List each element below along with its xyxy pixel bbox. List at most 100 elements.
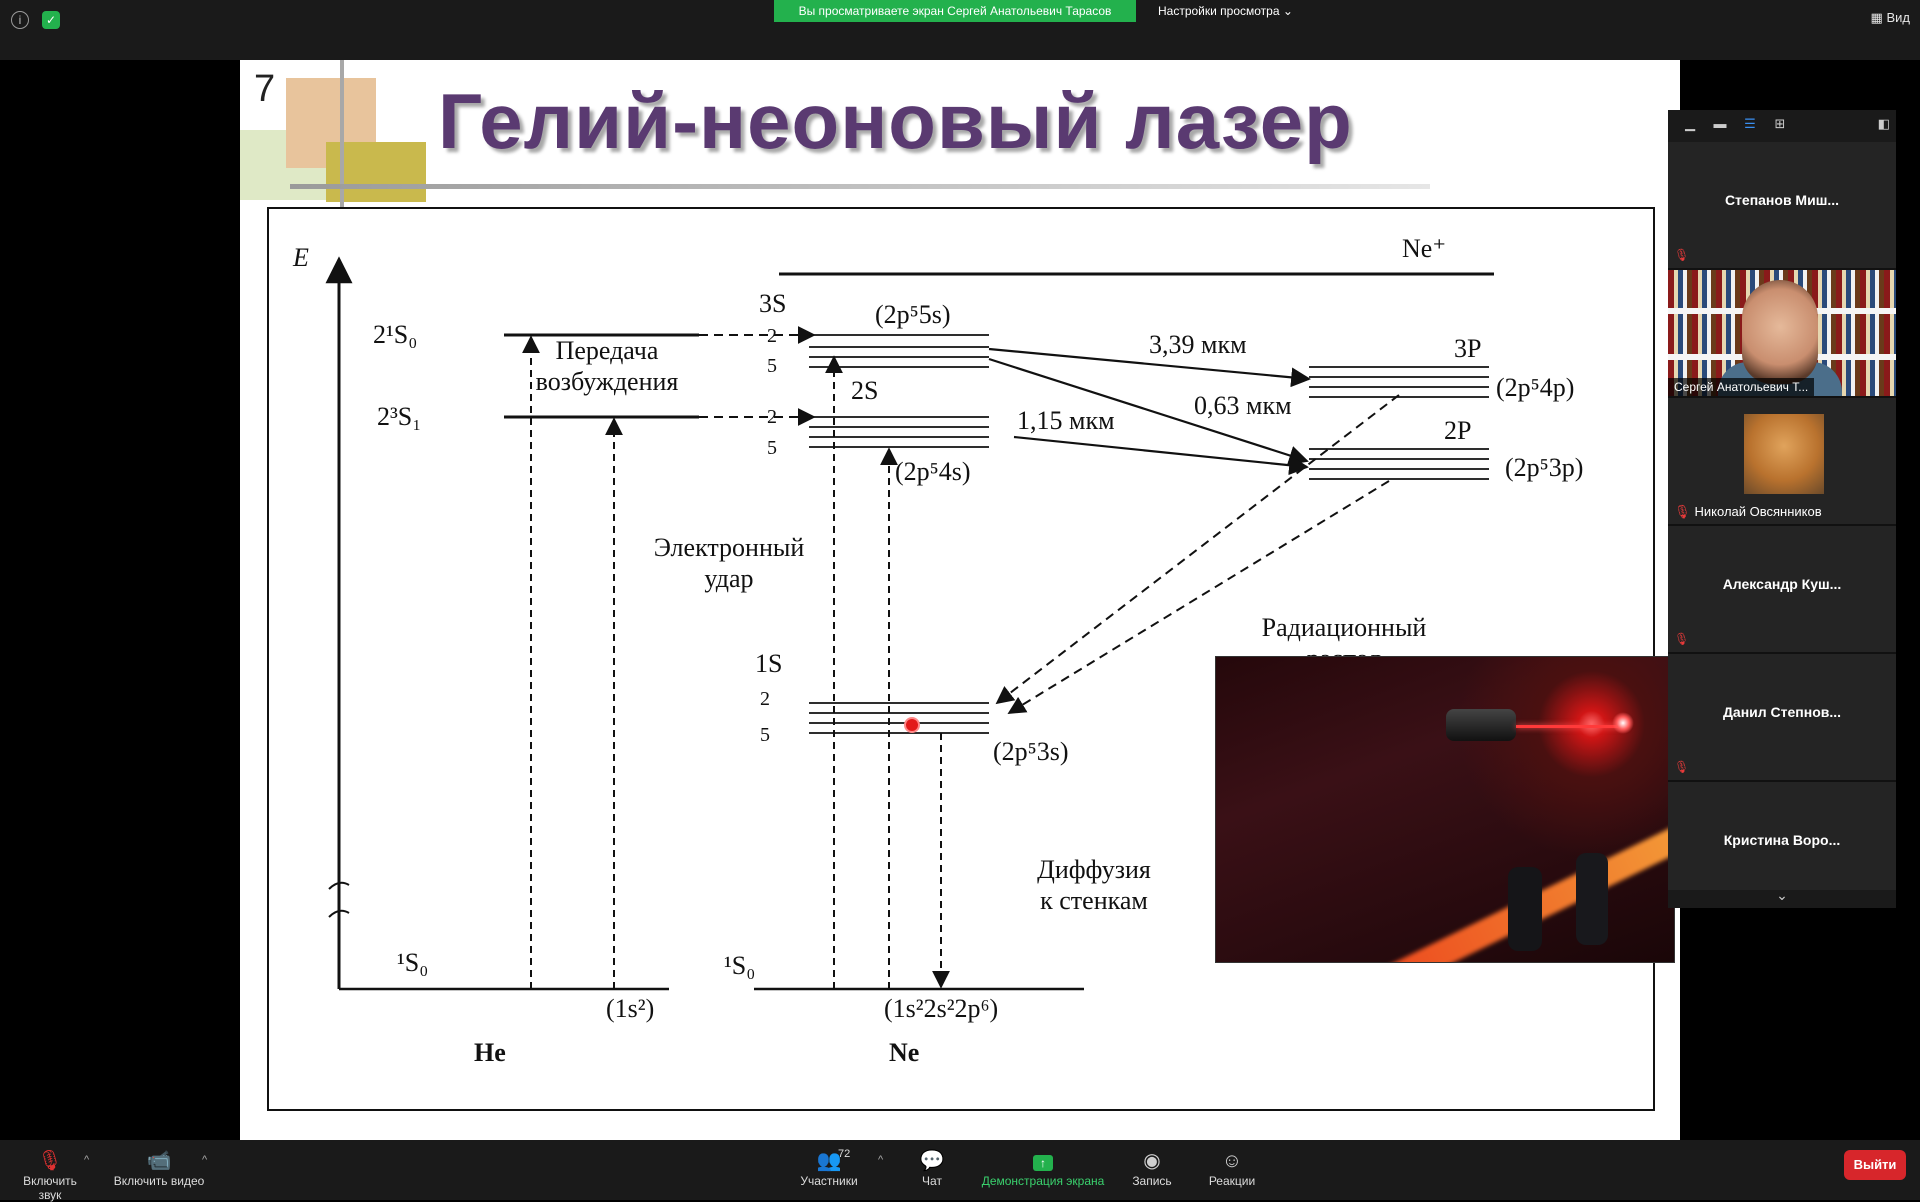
participants-icon: 👥	[816, 1150, 842, 1172]
slide-number: 7	[254, 68, 276, 110]
ne-3s-levels	[809, 334, 989, 368]
participant-name-row: 🎙Николай Овсянников	[1674, 504, 1822, 520]
ne-2s-config: (2p⁵4s)	[895, 457, 971, 486]
laser-beam	[1516, 725, 1626, 728]
participant-tile-active-speaker[interactable]: Сергей Анатольевич Т...	[1668, 270, 1896, 398]
diffusion-label-line1: Диффузия	[1037, 855, 1151, 884]
meeting-toolbar: 🎙 Включить звук ^ 📹 Включить видео ^ 👥 7…	[0, 1140, 1920, 1202]
video-options-caret-icon[interactable]: ^	[202, 1154, 208, 1166]
decay-label-line1: Радиационный	[1262, 613, 1427, 642]
mic-muted-icon: 🎙	[1674, 504, 1691, 519]
reactions-button[interactable]: ☺ Реакции	[1206, 1148, 1258, 1188]
slide-decoration-line	[340, 60, 344, 210]
share-screen-icon: ↑	[978, 1148, 1108, 1174]
reactions-label: Реакции	[1208, 1174, 1256, 1188]
optical-post	[1508, 867, 1542, 951]
ne-2s-label: 2S	[851, 376, 878, 405]
chat-icon: 💬	[919, 1150, 945, 1172]
transfer-label-line2: возбуждения	[536, 367, 679, 396]
participants-label: Участники	[800, 1174, 858, 1188]
top-bar: i ✓ Вы просматриваете экран Сергей Анато…	[0, 0, 1920, 60]
radiative-decay-arrow	[995, 394, 1400, 705]
share-screen-button[interactable]: ↑ Демонстрация экрана	[978, 1148, 1108, 1188]
participants-video-panel: ▁ ▬ ☰ ⊞ ◧ Степанов Миш... 🎙 Сергей Анато…	[1668, 110, 1896, 908]
participant-name: Данил Степнов...	[1722, 704, 1842, 720]
record-button[interactable]: ◉ Запись	[1128, 1148, 1176, 1188]
minimize-icon[interactable]: ▁	[1685, 116, 1695, 131]
transition-0-63-arrow	[988, 357, 1309, 465]
unmute-label: Включить звук	[23, 1174, 77, 1202]
transition-1-15-arrow	[1013, 435, 1309, 476]
participant-name: Александр Куш...	[1722, 576, 1842, 592]
reactions-icon: ☺	[1221, 1150, 1243, 1172]
scroll-down-chevron-icon[interactable]: ⌄	[1776, 887, 1788, 903]
audio-options-caret-icon[interactable]: ^	[84, 1154, 90, 1166]
participant-tile[interactable]: Степанов Миш... 🎙	[1668, 142, 1896, 270]
energy-diagram-svg: E 2¹S₀ 2³S₁ ¹S₀ (1s²) He Передача возбуж…	[292, 234, 1583, 1067]
slide-title: Гелий-неоновый лазер	[438, 77, 1353, 165]
ne-3s-sublevel-5: 5	[767, 355, 777, 377]
speaker-face	[1742, 280, 1818, 384]
ne-ion-label: Ne⁺	[1402, 234, 1446, 263]
share-screen-label: Демонстрация экрана	[981, 1174, 1105, 1188]
participants-caret-icon[interactable]: ^	[878, 1154, 884, 1166]
view-grid-icon: ▦	[1870, 10, 1883, 25]
screen-share-banner: Вы просматриваете экран Сергей Анатольев…	[774, 0, 1136, 22]
ne-3p-levels	[1309, 366, 1489, 398]
ne-3s-config: (2p⁵5s)	[875, 300, 951, 329]
info-icon[interactable]: i	[11, 11, 29, 29]
ne-1s-sublevel-5: 5	[760, 724, 770, 746]
ne-2p-label: 2P	[1444, 416, 1471, 445]
shield-icon[interactable]: ✓	[42, 11, 60, 29]
mic-muted-icon: 🎙	[1674, 760, 1690, 774]
ne-2p-config: (2p⁵3p)	[1505, 453, 1583, 482]
view-options-dropdown[interactable]: Настройки просмотра ⌄	[1148, 0, 1303, 22]
participant-name: Николай Овсянников	[1694, 504, 1822, 519]
ne-2s-sublevel-5: 5	[767, 437, 777, 459]
axis-break	[328, 881, 350, 918]
participant-tile[interactable]: 🎙Николай Овсянников	[1668, 398, 1896, 526]
wavelength-1-15-label: 1,15 мкм	[1017, 406, 1115, 435]
record-icon: ◉	[1143, 1150, 1161, 1172]
ne-ground-config: (1s²2s²2p⁶)	[884, 994, 998, 1023]
participants-button[interactable]: 👥 72 Участники	[796, 1148, 862, 1188]
ne-2p-levels	[1309, 448, 1489, 480]
grid-view-icon[interactable]: ⊞	[1774, 116, 1786, 131]
ne-ground-label: ¹S₀	[724, 951, 755, 980]
participants-count: 72	[838, 1148, 851, 1160]
participant-tile[interactable]: Данил Степнов... 🎙	[1668, 654, 1896, 782]
laser-beam	[1242, 808, 1674, 962]
diffusion-label-line2: к стенкам	[1040, 886, 1148, 915]
view-button[interactable]: ▦ Вид	[1871, 10, 1910, 26]
ne-3s-sublevel-2: 2	[767, 325, 777, 347]
mic-muted-icon: 🎙	[37, 1150, 63, 1172]
record-label: Запись	[1132, 1174, 1172, 1188]
participant-name: Степанов Миш...	[1724, 192, 1840, 208]
start-video-label: Включить видео	[113, 1174, 205, 1188]
ne-3p-label: 3P	[1454, 334, 1481, 363]
participant-tile[interactable]: Александр Куш... 🎙	[1668, 526, 1896, 654]
participant-name: Кристина Воро...	[1723, 832, 1841, 848]
single-view-icon[interactable]: ▬	[1713, 116, 1727, 131]
unmute-button[interactable]: 🎙 Включить звук	[10, 1148, 90, 1202]
view-options-label: Настройки просмотра	[1158, 4, 1280, 18]
ne-2s-levels	[809, 416, 989, 448]
ne-1s-sublevel-2: 2	[760, 688, 770, 710]
he-21s0-label: 2¹S₀	[373, 320, 417, 349]
ne-1s-levels	[809, 702, 989, 734]
chevron-down-icon: ⌄	[1282, 4, 1293, 18]
mic-muted-icon: 🎙	[1674, 632, 1690, 646]
he-ground-label: ¹S₀	[397, 948, 428, 977]
strip-view-icon[interactable]: ☰	[1744, 116, 1756, 131]
laser-spot	[1612, 712, 1634, 734]
leave-meeting-button[interactable]: Выйти	[1844, 1150, 1906, 1180]
shared-slide: 7 Гелий-неоновый лазер	[240, 60, 1680, 1140]
ne-3s-label: 3S	[759, 289, 786, 318]
chat-button[interactable]: 💬 Чат	[912, 1148, 952, 1188]
cat-avatar	[1744, 414, 1824, 494]
start-video-button[interactable]: 📹 Включить видео	[112, 1148, 206, 1188]
mic-muted-icon: 🎙	[1674, 248, 1690, 262]
view-button-label: Вид	[1886, 10, 1910, 25]
participant-tile[interactable]: Кристина Воро...	[1668, 782, 1896, 890]
popout-icon[interactable]: ◧	[1877, 116, 1890, 131]
